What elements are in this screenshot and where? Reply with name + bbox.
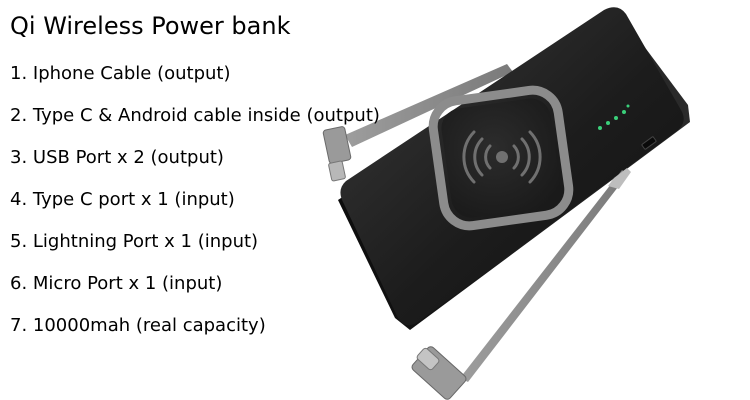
battery-led-indicators bbox=[598, 104, 630, 130]
spec-item: 7. 10000mah (real capacity) bbox=[10, 315, 266, 336]
top-cable bbox=[322, 64, 513, 182]
charging-pad-ring bbox=[428, 85, 574, 231]
usb-port bbox=[641, 136, 657, 150]
spec-item: 2. Type C & Android cable inside (output… bbox=[10, 105, 380, 126]
spec-item: 3. USB Port x 2 (output) bbox=[10, 147, 224, 168]
spec-item: 1. Iphone Cable (output) bbox=[10, 63, 231, 84]
spec-item: 4. Type C port x 1 (input) bbox=[10, 189, 235, 210]
bottom-cable bbox=[411, 168, 631, 400]
spec-item: 6. Micro Port x 1 (input) bbox=[10, 273, 223, 294]
product-title: Qi Wireless Power bank bbox=[10, 12, 291, 40]
spec-item: 5. Lightning Port x 1 (input) bbox=[10, 231, 259, 252]
wireless-charging-icon bbox=[462, 130, 542, 184]
